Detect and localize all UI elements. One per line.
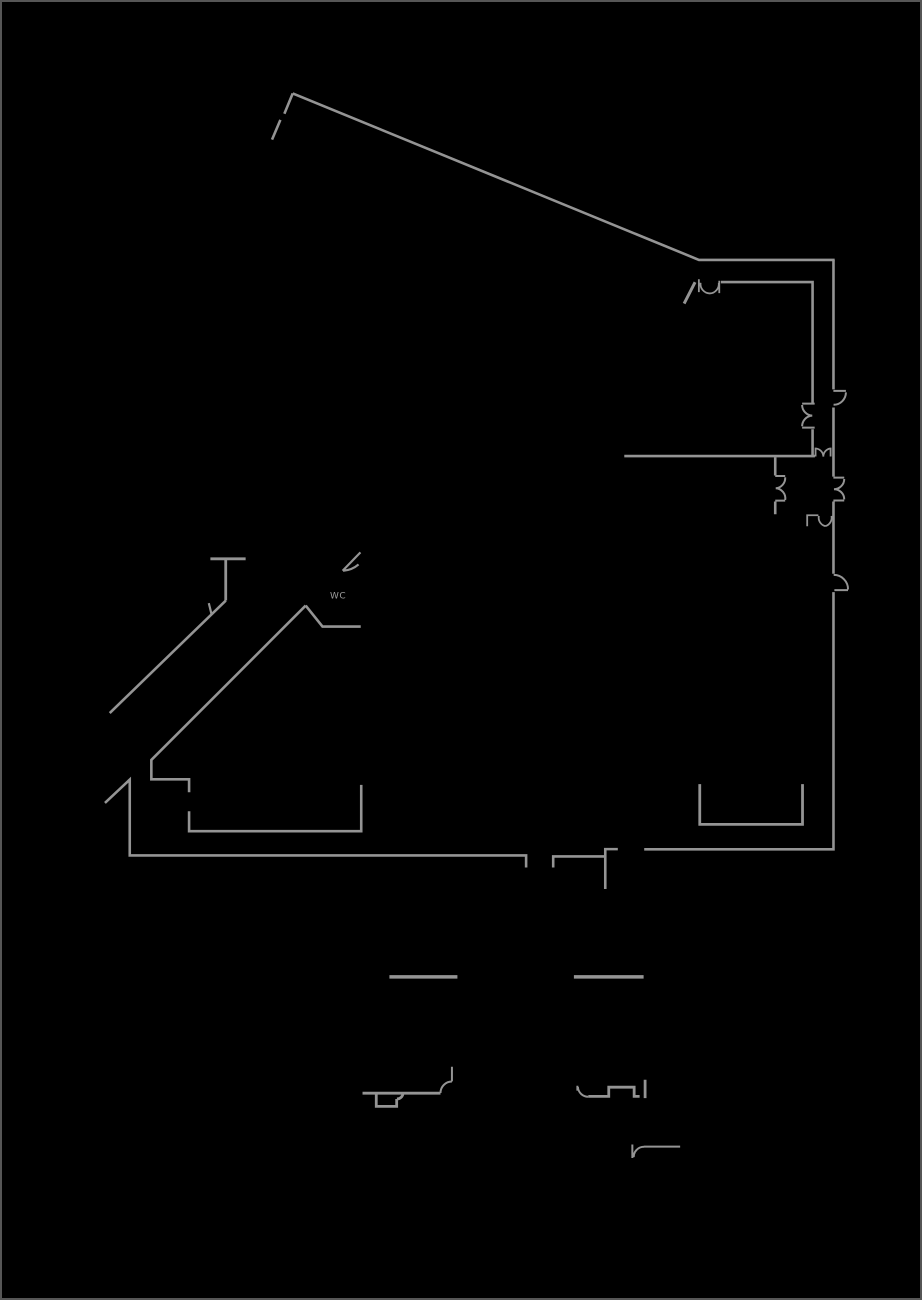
door-fixture-left (439, 1066, 453, 1094)
door-right-1 (833, 389, 847, 406)
door-junction-up (814, 447, 832, 457)
fixture-left (362, 1091, 441, 1108)
door-fixture-right (576, 1085, 589, 1098)
wc-label: WC (330, 592, 346, 602)
walls-group (104, 92, 850, 1158)
wc-walls (304, 604, 361, 628)
t-wall (210, 557, 246, 601)
door-bottom-right (631, 1144, 681, 1158)
u-niche (698, 784, 804, 826)
door-junction-down (806, 514, 833, 528)
inner-top-wall (720, 280, 814, 458)
bottom-left-outer (104, 776, 528, 868)
nw-dashed-wall (270, 92, 294, 141)
fixture-right (588, 1079, 647, 1099)
door-top-cluster (697, 279, 721, 295)
door-inner-wall (801, 402, 815, 429)
door-right-2 (833, 476, 846, 502)
door-x776 (775, 475, 787, 502)
wc-door-leaf (341, 551, 362, 572)
bottom-step-wall (551, 847, 618, 889)
inner-room-walls (150, 604, 363, 833)
right-wall-lower (644, 592, 835, 851)
leaf-tick-a (207, 602, 213, 615)
top-diagonal-wall (292, 92, 835, 262)
labels-group: WC (330, 592, 346, 602)
diagonal-wall-a (108, 599, 227, 714)
door-right-3 (833, 573, 850, 592)
door-top-leaf (682, 281, 697, 305)
